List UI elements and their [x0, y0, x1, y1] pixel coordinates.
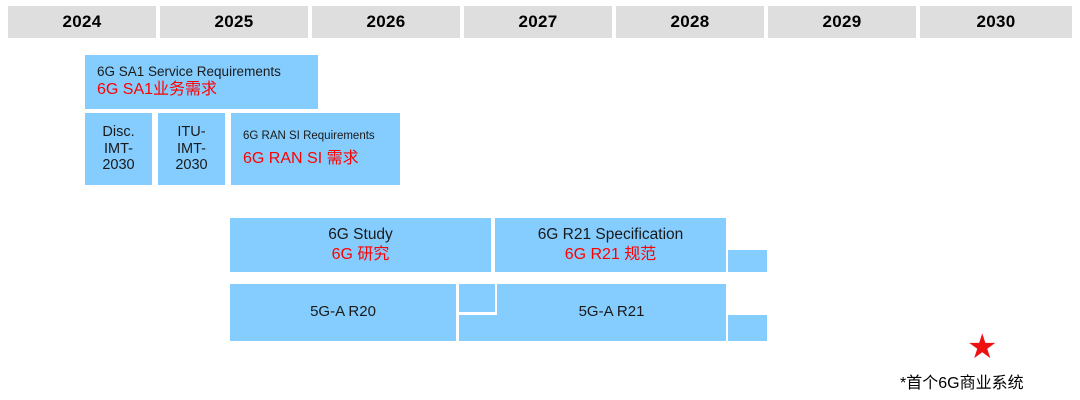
bar-label-line3: 2030 — [175, 157, 208, 174]
bar-label-line1: ITU- — [177, 123, 206, 140]
bar-label-cn: 6G R21 规范 — [564, 245, 657, 263]
bar-5g-a-r21-main[interactable]: 5G-A R21 — [497, 284, 726, 341]
bar-6g-ran-si-requirements[interactable]: 6G RAN SI Requirements 6G RAN SI 需求 — [231, 113, 400, 185]
year-cell-2030: 2030 — [920, 6, 1072, 38]
year-cell-2029: 2029 — [768, 6, 916, 38]
bar-itu-imt-2030[interactable]: ITU- IMT- 2030 — [158, 113, 225, 185]
bar-label-en: 5G-A R20 — [310, 303, 376, 321]
bar-label-line1: Disc. — [102, 123, 135, 140]
bar-label-cn: 6G SA1业务需求 — [97, 81, 218, 99]
bar-disc-imt-2030[interactable]: Disc. IMT- 2030 — [85, 113, 152, 185]
bar-label-en: 6G SA1 Service Requirements — [97, 63, 281, 79]
year-header-row: 2024 2025 2026 2027 2028 2029 2030 — [8, 6, 1072, 38]
bar-6g-study[interactable]: 6G Study 6G 研究 — [230, 218, 491, 272]
bar-label-en: 6G RAN SI Requirements — [243, 129, 375, 142]
star-icon: ★ — [967, 328, 998, 366]
bar-label-en: 6G R21 Specification — [537, 226, 684, 244]
year-cell-2027: 2027 — [464, 6, 612, 38]
bar-label-cn: 6G RAN SI 需求 — [243, 150, 359, 168]
bar-6g-r21-specification[interactable]: 6G R21 Specification 6G R21 规范 — [495, 218, 726, 272]
bar-label-line2: IMT- — [104, 140, 133, 157]
year-cell-2028: 2028 — [616, 6, 764, 38]
bar-6g-r21-specification-step[interactable] — [728, 250, 767, 272]
bar-label-en: 6G Study — [328, 226, 393, 244]
bar-6g-sa1-service-requirements[interactable]: 6G SA1 Service Requirements 6G SA1业务需求 — [85, 55, 318, 109]
bar-5g-a-r20[interactable]: 5G-A R20 — [230, 284, 456, 341]
bar-5g-a-r21-step[interactable] — [728, 315, 767, 341]
year-cell-2025: 2025 — [160, 6, 308, 38]
bar-label-line3: 2030 — [102, 157, 135, 174]
bar-label-en: 5G-A R21 — [578, 303, 645, 321]
year-cell-2026: 2026 — [312, 6, 460, 38]
year-cell-2024: 2024 — [8, 6, 156, 38]
footnote-text: *首个6G商业系统 — [900, 375, 1024, 392]
bar-label-cn: 6G 研究 — [331, 245, 390, 263]
bar-label-line2: IMT- — [177, 140, 206, 157]
bar-5g-a-r20-step[interactable] — [459, 284, 495, 312]
